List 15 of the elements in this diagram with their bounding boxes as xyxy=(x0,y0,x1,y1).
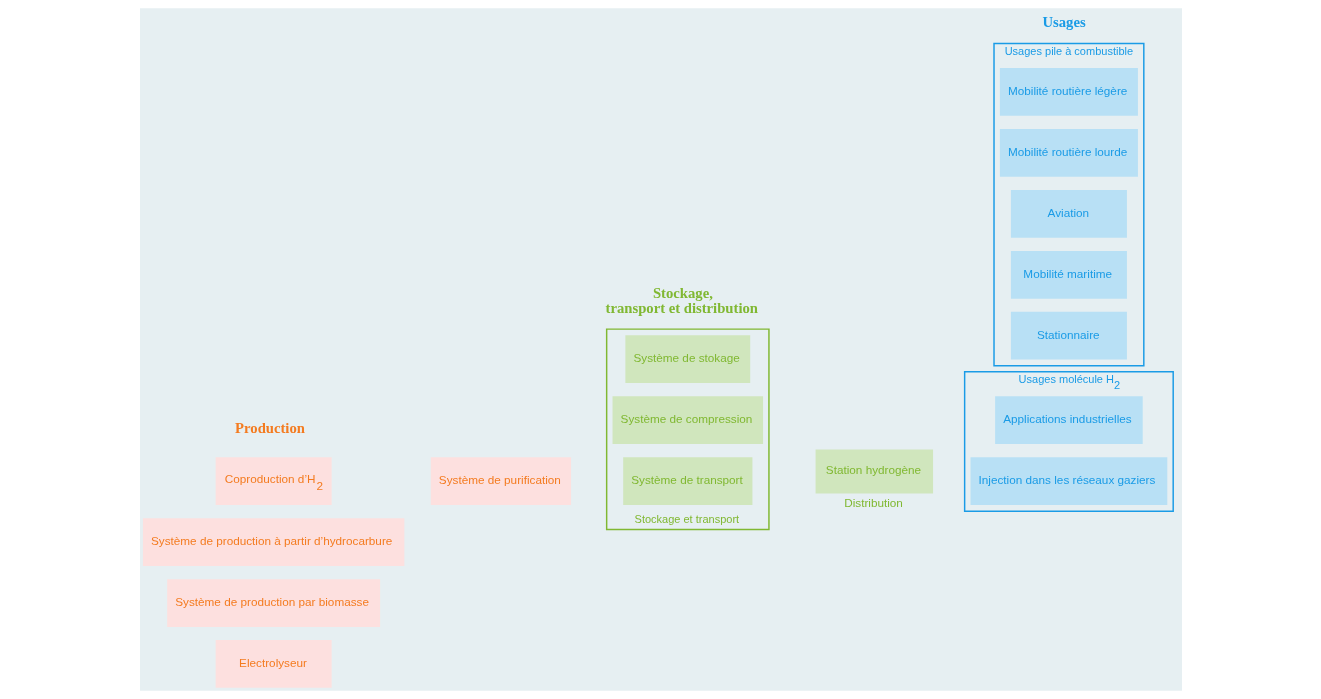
node-box: Aviation xyxy=(1010,189,1127,238)
node-box: Système de stokage xyxy=(624,335,750,384)
label: Stockage, transport et distribution xyxy=(605,285,758,316)
node-box: Mobilité routière légère xyxy=(999,68,1138,116)
node-box: Système de compression xyxy=(612,396,763,445)
node-box: Stationnaire xyxy=(1010,311,1127,360)
node-box: Mobilité maritime xyxy=(1010,250,1127,299)
node-box: Station hydrogène xyxy=(815,449,933,494)
node-label: Distribution xyxy=(843,496,903,510)
node-box: Injection dans les réseaux gaziers xyxy=(970,457,1167,505)
label: Production xyxy=(234,420,305,437)
node-box: Applications industrielles xyxy=(994,396,1143,445)
node-box: Système de transport xyxy=(622,457,752,505)
node-box: Mobilité routière lourde xyxy=(999,129,1138,177)
label: Usages xyxy=(1041,14,1086,31)
